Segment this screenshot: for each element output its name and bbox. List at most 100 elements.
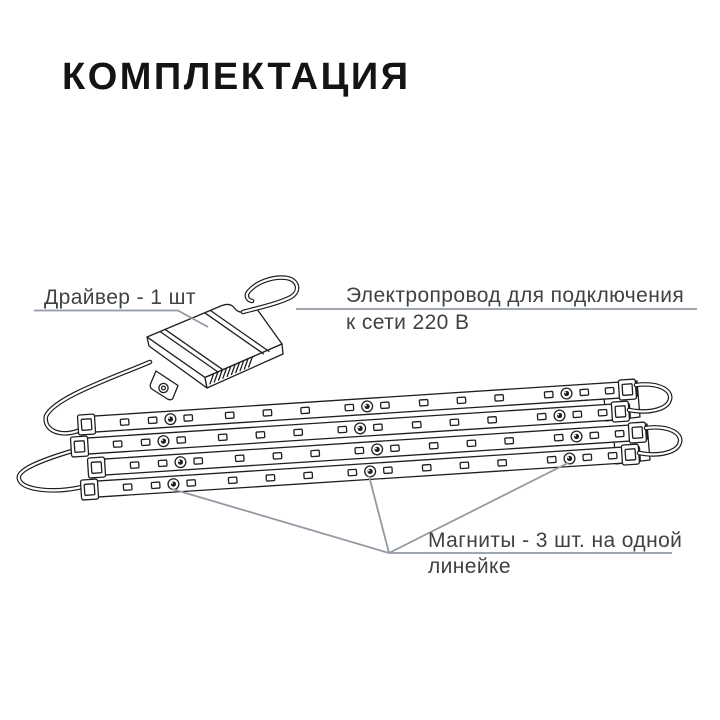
led-strip-ruler [86,421,648,479]
magnet [164,413,177,426]
led-chip [176,436,187,444]
led-chip [255,430,266,439]
strip-connector-ridge [73,440,86,453]
led-chip [227,476,238,485]
led-chip [428,441,439,450]
led-chip [129,461,140,469]
led-chip [487,416,498,424]
led-strip-ruler [69,400,631,458]
led-chip [572,410,583,419]
magnet [167,478,180,491]
led-chip [186,479,197,487]
magnet [560,387,573,400]
led-strip-ruler [76,378,638,436]
strip-connector [76,413,97,436]
led-chip [536,412,547,421]
strip-connector-ridge [624,448,637,461]
led-chip [234,454,245,463]
led-chip [379,401,390,410]
strip-connector [86,456,107,479]
led-chip [147,416,158,425]
led-chip [183,414,194,422]
led-chip [579,388,590,397]
driver-side-right [204,343,284,389]
driver-box-illustration [146,303,284,401]
led-chip [614,429,625,438]
led-chip [217,433,228,442]
strip-connector [610,400,631,423]
led-chip [421,463,432,472]
led-chip [157,459,168,468]
magnet [157,435,170,448]
led-chip [607,451,618,460]
driver-vent-slots [209,356,253,385]
led-chip [262,408,273,417]
led-chip [272,451,283,460]
strip-connector-ridge [80,418,93,431]
driver-callout-line [34,309,209,328]
end-wire-loops [626,382,683,457]
led-chip [354,446,365,455]
led-chip [546,455,557,464]
strip-connector [617,378,638,401]
led-chip [344,403,355,412]
led-chip [456,396,467,405]
magnet-pointer-left [171,488,390,554]
strip-connector-ridge [83,483,96,496]
led-chip [337,425,348,434]
connection-wires [16,359,153,493]
strip-connector-ridge [621,383,634,396]
magnet [570,430,583,443]
magnet [354,422,367,435]
led-chip [347,468,358,477]
strip-connector [79,478,100,501]
led-chip [604,386,615,395]
strip-connector [620,443,641,466]
led-chip [372,423,383,432]
led-chip [300,406,311,415]
strip-connector-ridge [90,461,103,474]
led-chip [418,398,429,407]
strip-connector-ridge [614,405,627,418]
led-chip [459,461,470,470]
led-chip [293,428,304,437]
led-chip [389,444,400,453]
magnet [174,456,187,469]
led-chip [553,433,564,442]
strip-connector [627,421,648,444]
led-chip [589,431,600,440]
power-cord-illustration [240,275,300,315]
magnet [364,465,377,478]
led-chip [112,440,123,448]
power-cord-label-line1: Электропровод для подключения [346,284,685,307]
magnet-pointer-right [388,462,569,554]
strip-connector [69,435,90,458]
callout-lines [34,308,697,554]
driver-top-face [146,303,283,379]
driver-mount-tab [149,370,179,401]
magnets-label-line1: Магниты - 3 шт. на одной [428,529,683,552]
led-chip [119,418,130,426]
magnet [361,400,374,413]
led-chip [411,420,422,429]
page-title: КОМПЛЕКТАЦИЯ [62,56,411,98]
led-chip [265,473,276,482]
led-chip [140,438,151,447]
magnet [553,409,566,422]
led-chip [494,394,505,402]
led-chip [303,471,314,480]
magnet-pointer-middle [368,475,390,554]
power-cord-label-line2: к сети 220 В [346,311,470,334]
magnet [371,443,384,456]
led-chip [497,459,508,467]
led-chip [582,453,593,462]
led-chip [597,408,608,417]
led-chip [543,390,554,399]
driver-label: Драйвер - 1 шт [44,286,196,309]
led-chip [150,481,161,490]
led-chip [310,449,321,458]
led-chip [466,439,477,448]
led-chip [122,483,133,491]
led-chip [504,437,515,445]
